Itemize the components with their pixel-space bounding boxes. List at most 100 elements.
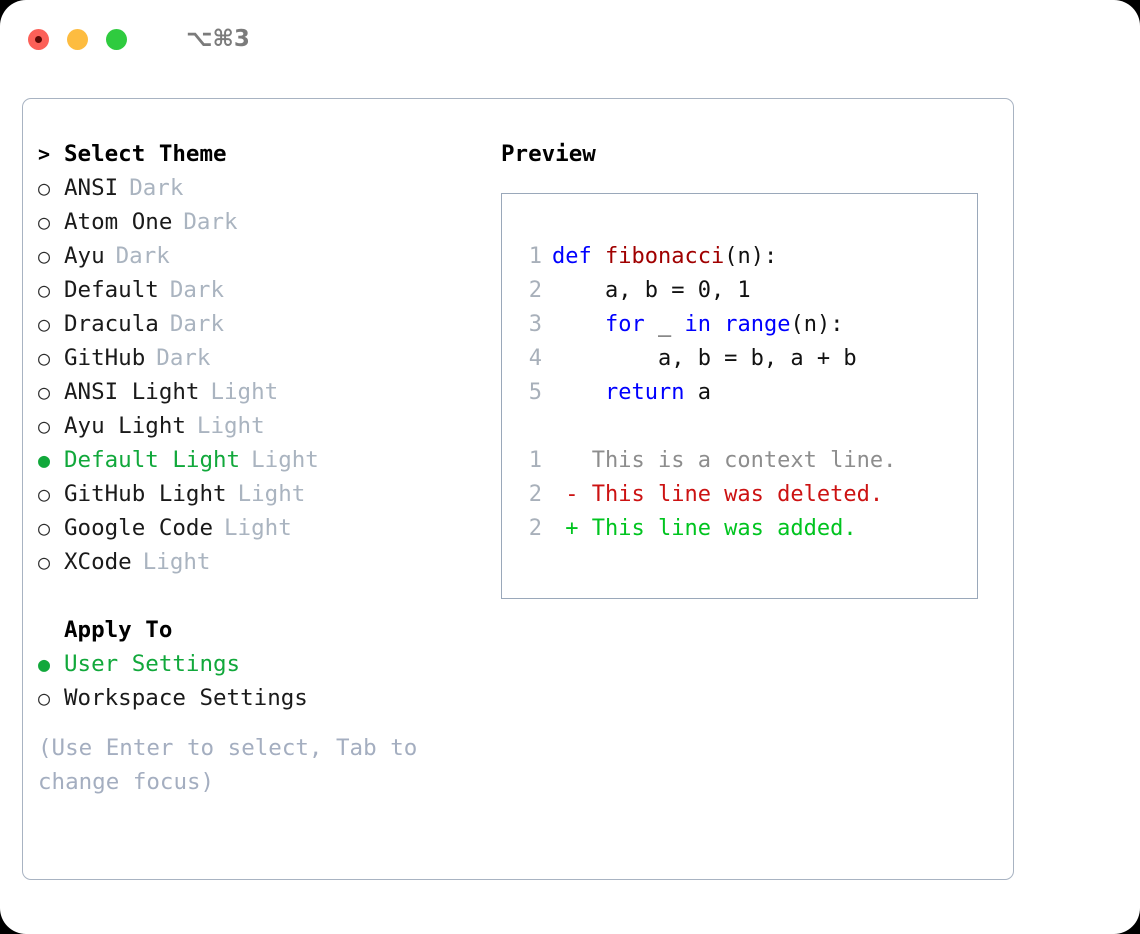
diff-sample: 1 This is a context line. 2 - This line w…: [516, 444, 977, 546]
code-token: def: [552, 244, 605, 269]
line-content: return a: [552, 376, 711, 410]
radio-unselected-icon[interactable]: ○: [38, 482, 51, 506]
line-content: This is a context line.: [552, 444, 897, 478]
section-spacer: [38, 579, 493, 613]
theme-option-label: Dracula: [64, 311, 159, 337]
theme-option-row[interactable]: ○ ANSI Dark: [38, 171, 493, 205]
theme-variant-suffix: Dark: [183, 209, 238, 235]
header-caret-icon: >: [38, 142, 51, 166]
theme-option-label: Atom One: [64, 209, 173, 235]
radio-unselected-icon[interactable]: ○: [38, 210, 51, 234]
code-line: 1 def fibonacci(n):: [516, 240, 977, 274]
theme-option-label: ANSI: [64, 175, 119, 201]
theme-option-label: Ayu: [64, 243, 105, 269]
code-token: return: [604, 380, 685, 405]
line-content: - This line was deleted.: [552, 478, 883, 512]
theme-option-row[interactable]: ○ Default Dark: [38, 273, 493, 307]
line-number: 4: [528, 346, 542, 371]
radio-unselected-icon[interactable]: ○: [38, 312, 51, 336]
theme-option-row[interactable]: ○ Atom One Dark: [38, 205, 493, 239]
theme-option-label: Google Code: [64, 515, 214, 541]
theme-variant-suffix: Light: [210, 379, 279, 405]
line-number: 1: [528, 448, 542, 473]
line-content: a, b = 0, 1: [552, 274, 751, 308]
line-number: 1: [528, 244, 542, 269]
code-token: (n):: [724, 244, 778, 269]
radio-unselected-icon[interactable]: ○: [38, 380, 51, 404]
theme-variant-suffix: Light: [196, 413, 265, 439]
radio-unselected-icon[interactable]: ○: [38, 176, 51, 200]
code-line: 4 a, b = b, a + b: [516, 342, 977, 376]
code-token: [552, 312, 605, 337]
apply-to-option-label: User Settings: [64, 651, 241, 677]
diff-line: 2 + This line was added.: [516, 512, 977, 546]
code-diff-spacer: [516, 410, 977, 444]
code-token: a: [684, 380, 711, 405]
keyboard-shortcut-label: ⌥⌘3: [186, 26, 250, 52]
theme-variant-suffix: Light: [142, 549, 211, 575]
apply-to-option-label: Workspace Settings: [64, 685, 308, 711]
apply-to-option-row[interactable]: ○ Workspace Settings: [38, 681, 493, 715]
maximize-button-icon[interactable]: [106, 28, 127, 50]
theme-option-row[interactable]: ○ GitHub Dark: [38, 341, 493, 375]
title-bar: ⌥⌘3: [0, 0, 1140, 78]
radio-unselected-icon[interactable]: ○: [38, 414, 51, 438]
radio-selected-icon[interactable]: ●: [38, 448, 51, 472]
theme-option-label: GitHub Light: [64, 481, 227, 507]
theme-option-row[interactable]: ○ Ayu Dark: [38, 239, 493, 273]
code-token: fibonacci: [604, 244, 725, 269]
radio-selected-icon[interactable]: ●: [38, 652, 51, 676]
theme-variant-suffix: Dark: [169, 277, 225, 303]
code-token: This is a context line.: [552, 448, 897, 473]
theme-variant-suffix: Dark: [169, 311, 225, 337]
radio-unselected-icon[interactable]: ○: [38, 516, 51, 540]
theme-variant-suffix: Light: [237, 481, 306, 507]
radio-unselected-icon[interactable]: ○: [38, 550, 51, 574]
theme-option-label: Default: [64, 277, 159, 303]
line-content: + This line was added.: [552, 512, 857, 546]
theme-option-label: GitHub: [64, 345, 146, 371]
radio-unselected-icon[interactable]: ○: [38, 278, 51, 302]
code-token: _: [644, 312, 685, 337]
line-number: 2: [528, 482, 542, 507]
line-number: 5: [528, 380, 542, 405]
code-token: in: [684, 312, 711, 337]
theme-option-row[interactable]: ○ Dracula Dark: [38, 307, 493, 341]
theme-option-row[interactable]: ○ GitHub Light Light: [38, 477, 493, 511]
radio-unselected-icon[interactable]: ○: [38, 244, 51, 268]
apply-to-list: ● User Settings ○ Workspace Settings: [38, 647, 493, 715]
theme-option-row[interactable]: ○ Google Code Light: [38, 511, 493, 545]
code-token: range: [724, 312, 791, 337]
apply-to-header: Apply To: [38, 613, 493, 647]
radio-unselected-icon[interactable]: ○: [38, 346, 51, 370]
code-token: + This line was added.: [552, 516, 857, 541]
theme-variant-suffix: Dark: [115, 243, 170, 269]
radio-unselected-icon[interactable]: ○: [38, 686, 51, 710]
close-button-icon[interactable]: [28, 28, 49, 50]
minimize-button-icon[interactable]: [67, 28, 88, 50]
apply-to-option-row[interactable]: ● User Settings: [38, 647, 493, 681]
code-line: 2 a, b = 0, 1: [516, 274, 977, 308]
theme-variant-suffix: Light: [224, 515, 292, 541]
code-token: (n):: [790, 312, 844, 337]
theme-variant-suffix: Light: [251, 447, 319, 473]
line-number: 2: [528, 278, 542, 303]
select-theme-header-label: Select Theme: [64, 141, 227, 167]
theme-variant-suffix: Dark: [156, 345, 211, 371]
code-token: for: [604, 312, 645, 337]
apply-to-header-label: Apply To: [64, 617, 173, 643]
code-token: a, b = 0, 1: [552, 278, 751, 303]
select-theme-header: > Select Theme: [38, 137, 493, 171]
theme-variant-suffix: Dark: [129, 175, 184, 201]
code-token: a, b = b, a + b: [552, 346, 857, 371]
